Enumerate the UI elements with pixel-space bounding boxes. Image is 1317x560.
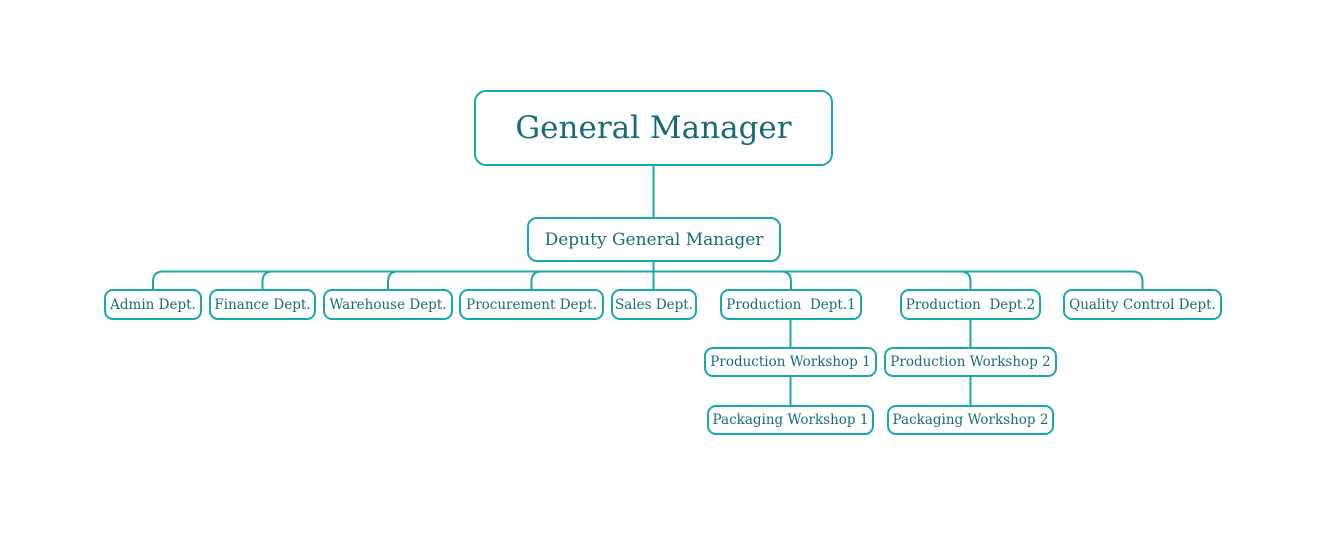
connector-deputy-prod1	[653, 270, 792, 290]
node-quality-control-dept[interactable]: Quality Control Dept.	[1063, 289, 1222, 320]
node-label: Packaging Workshop 1	[712, 412, 869, 428]
node-deputy-general-manager[interactable]: Deputy General Manager	[527, 217, 781, 262]
node-label: Finance Dept.	[214, 296, 311, 313]
node-packaging-workshop-1[interactable]: Packaging Workshop 1	[707, 405, 874, 435]
node-label: General Manager	[515, 110, 792, 146]
node-production-dept-2[interactable]: Production Dept.2	[900, 289, 1041, 320]
node-finance-dept[interactable]: Finance Dept.	[209, 289, 316, 320]
node-label: Sales Dept.	[615, 296, 693, 313]
node-label: Packaging Workshop 2	[892, 412, 1049, 428]
node-production-workshop-2[interactable]: Production Workshop 2	[884, 347, 1057, 377]
node-label: Procurement Dept.	[466, 296, 597, 313]
connector-deputy-quality	[653, 270, 1144, 290]
connector-deputy-warehouse	[387, 270, 654, 290]
connector-deputy-admin	[152, 270, 654, 290]
connector-deputy-prod2	[653, 270, 972, 290]
node-sales-dept[interactable]: Sales Dept.	[611, 289, 697, 320]
node-label: Warehouse Dept.	[329, 296, 447, 313]
connector-deputy-procurement	[530, 270, 654, 290]
node-general-manager[interactable]: General Manager	[474, 90, 833, 166]
node-label: Production Dept.1	[726, 296, 856, 313]
connector-deputy-finance	[261, 270, 654, 290]
node-label: Quality Control Dept.	[1069, 296, 1216, 313]
node-production-dept-1[interactable]: Production Dept.1	[720, 289, 862, 320]
node-label: Production Workshop 2	[890, 354, 1051, 370]
node-packaging-workshop-2[interactable]: Packaging Workshop 2	[887, 405, 1054, 435]
node-label: Production Workshop 1	[710, 354, 871, 370]
node-label: Production Dept.2	[905, 296, 1036, 313]
node-production-workshop-1[interactable]: Production Workshop 1	[704, 347, 877, 377]
node-warehouse-dept[interactable]: Warehouse Dept.	[323, 289, 453, 320]
node-label: Admin Dept.	[110, 296, 196, 313]
node-label: Deputy General Manager	[544, 229, 764, 250]
node-procurement-dept[interactable]: Procurement Dept.	[459, 289, 604, 320]
node-admin-dept[interactable]: Admin Dept.	[104, 289, 202, 320]
